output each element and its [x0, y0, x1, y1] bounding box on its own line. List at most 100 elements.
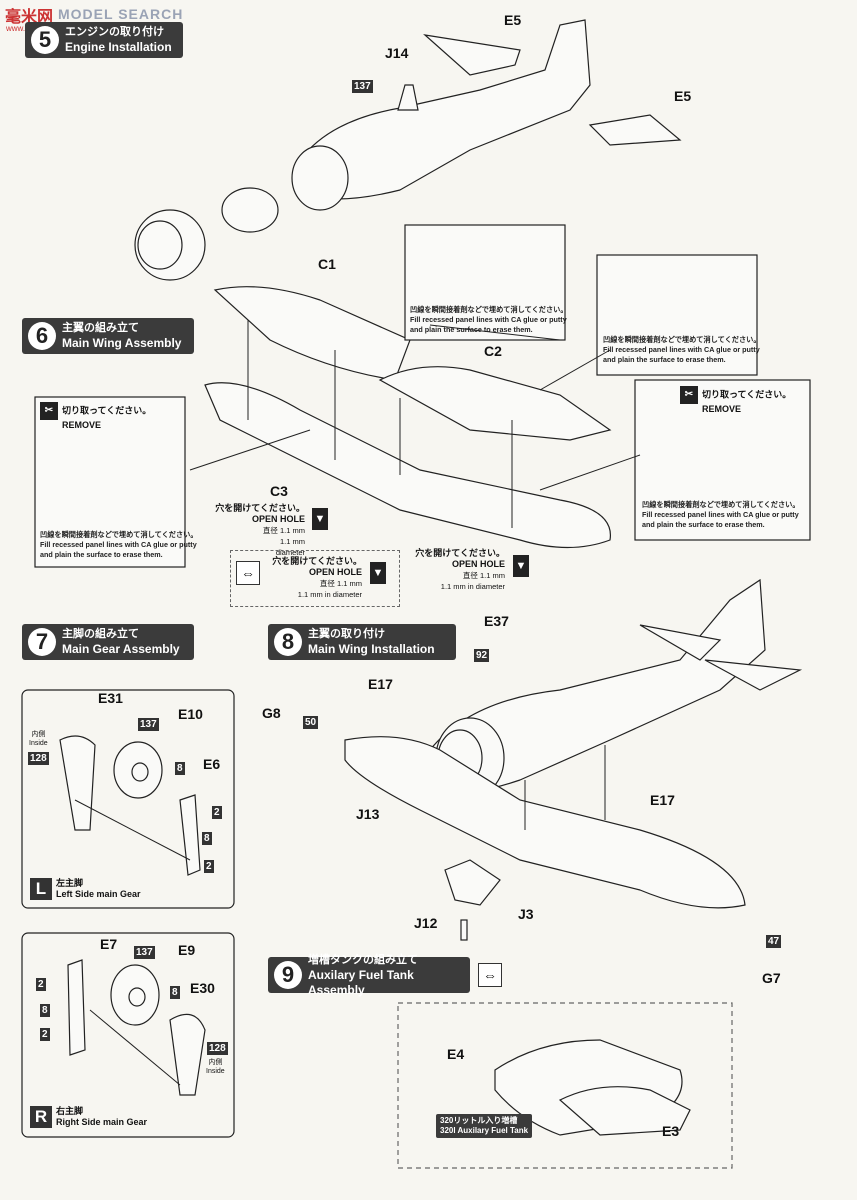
engine-radial	[221, 187, 279, 233]
symmetric-parts-icon: ⇔	[478, 963, 502, 987]
step-number: 8	[274, 628, 302, 656]
wing-c2	[378, 366, 612, 441]
part-label: G7	[762, 970, 781, 986]
color-code: 137	[138, 718, 159, 731]
color-code: 137	[352, 80, 373, 93]
part-label: E6	[203, 756, 221, 772]
step-6-header: 6 主翼の組み立て Main Wing Assembly	[22, 318, 194, 354]
part-label: E5	[674, 88, 692, 104]
step-title-en: Main Gear Assembly	[62, 642, 180, 656]
color-code: 47	[766, 935, 782, 948]
color-code: 8	[202, 832, 212, 845]
fuel-tank-box	[397, 1002, 733, 1169]
part-label: E3	[662, 1123, 680, 1139]
strut-e7	[67, 959, 86, 1056]
step-number: 9	[274, 961, 302, 989]
symmetric-parts-icon: ⇔	[236, 561, 260, 585]
step-8-header: 8 主翼の取り付け Main Wing Installation	[268, 624, 456, 660]
color-code: 128	[28, 752, 49, 765]
color-code: 2	[204, 860, 214, 873]
step-title-jp: 増槽タンクの組み立て	[308, 953, 418, 966]
stabilizer-e5-bottom	[588, 114, 682, 146]
part-label: E30	[190, 980, 215, 996]
fill-note-2: 凹線を瞬間接着剤などで埋めて消してください。Fill recessed pane…	[603, 335, 761, 364]
step-number: 7	[28, 628, 56, 656]
cut-icon: ✂	[680, 386, 698, 404]
fill-note-3: 凹線を瞬間接着剤などで埋めて消してください。Fill recessed pane…	[40, 530, 198, 559]
step-title-jp: 主翼の取り付け	[308, 628, 385, 640]
drill-icon: ▼	[513, 555, 529, 577]
part-label: J3	[518, 906, 534, 922]
gear-door-e31	[59, 735, 96, 831]
drill-icon: ▼	[312, 508, 328, 530]
part-label: E17	[650, 792, 675, 808]
tank-e3	[558, 1086, 691, 1136]
color-code: 2	[212, 806, 222, 819]
part-label: E4	[447, 1046, 465, 1062]
color-code: 8	[170, 986, 180, 999]
color-code: 128	[207, 1042, 228, 1055]
part-label: J12	[414, 915, 438, 931]
step-title-en: Main Wing Installation	[308, 642, 435, 656]
part-label: E9	[178, 942, 196, 958]
remove-note-right: ✂切り取ってください。REMOVE	[680, 386, 791, 415]
part-label: G8	[262, 705, 281, 721]
leader-lines	[74, 320, 641, 1086]
wing-c3	[204, 382, 611, 549]
step-5-header: 5 エンジンの取り付け Engine Installation	[25, 22, 183, 58]
step-title-jp: 主翼の組み立て	[62, 322, 139, 334]
step-title-jp: エンジンの取り付け	[65, 26, 164, 38]
cut-icon: ✂	[40, 402, 58, 420]
hole-dashed-box	[230, 550, 400, 607]
stabilizer-e5-top	[423, 34, 521, 76]
remove-note-left: ✂切り取ってください。REMOVE	[40, 402, 151, 431]
wing-c1	[213, 286, 411, 381]
color-code: 50	[303, 716, 319, 729]
color-code: 8	[40, 1004, 50, 1017]
part-label: C1	[318, 256, 336, 272]
color-code: 8	[175, 762, 185, 775]
stabilizer-step8	[639, 624, 722, 661]
color-code: 92	[474, 649, 490, 662]
part-label: J14	[385, 45, 409, 61]
gear-j3	[444, 859, 501, 906]
strut-e6	[179, 794, 201, 876]
part-label: E37	[484, 613, 509, 629]
part-label: C2	[484, 343, 502, 359]
step-title-en: Auxilary Fuel Tank Assembly	[308, 967, 414, 997]
main-wing-step8	[344, 736, 746, 909]
step-title-en: Main Wing Assembly	[62, 336, 182, 350]
part-j14	[397, 84, 419, 111]
color-code: 2	[36, 978, 46, 991]
step-title-en: Engine Installation	[65, 40, 172, 54]
detail-box-1	[404, 224, 566, 341]
color-code: 2	[40, 1028, 50, 1041]
part-label: J13	[356, 806, 380, 822]
watermark-brand: MODEL SEARCH	[58, 6, 184, 22]
color-code: 137	[134, 946, 155, 959]
part-label: E31	[98, 690, 123, 706]
gear-door-e30	[169, 1013, 206, 1096]
part-label: E5	[504, 12, 522, 28]
part-label: E10	[178, 706, 203, 722]
watermark-cn: 毫米网	[5, 9, 54, 26]
engine-front	[291, 145, 349, 211]
fill-note-4: 凹線を瞬間接着剤などで埋めて消してください。Fill recessed pane…	[642, 500, 800, 529]
step-number: 6	[28, 322, 56, 350]
fill-note-1: 凹線を瞬間接着剤などで埋めて消してください。Fill recessed pane…	[410, 305, 568, 334]
part-j12	[460, 919, 468, 941]
detail-box-2	[596, 254, 758, 376]
step-number: 5	[31, 26, 59, 54]
drill-icon: ▼	[370, 562, 386, 584]
